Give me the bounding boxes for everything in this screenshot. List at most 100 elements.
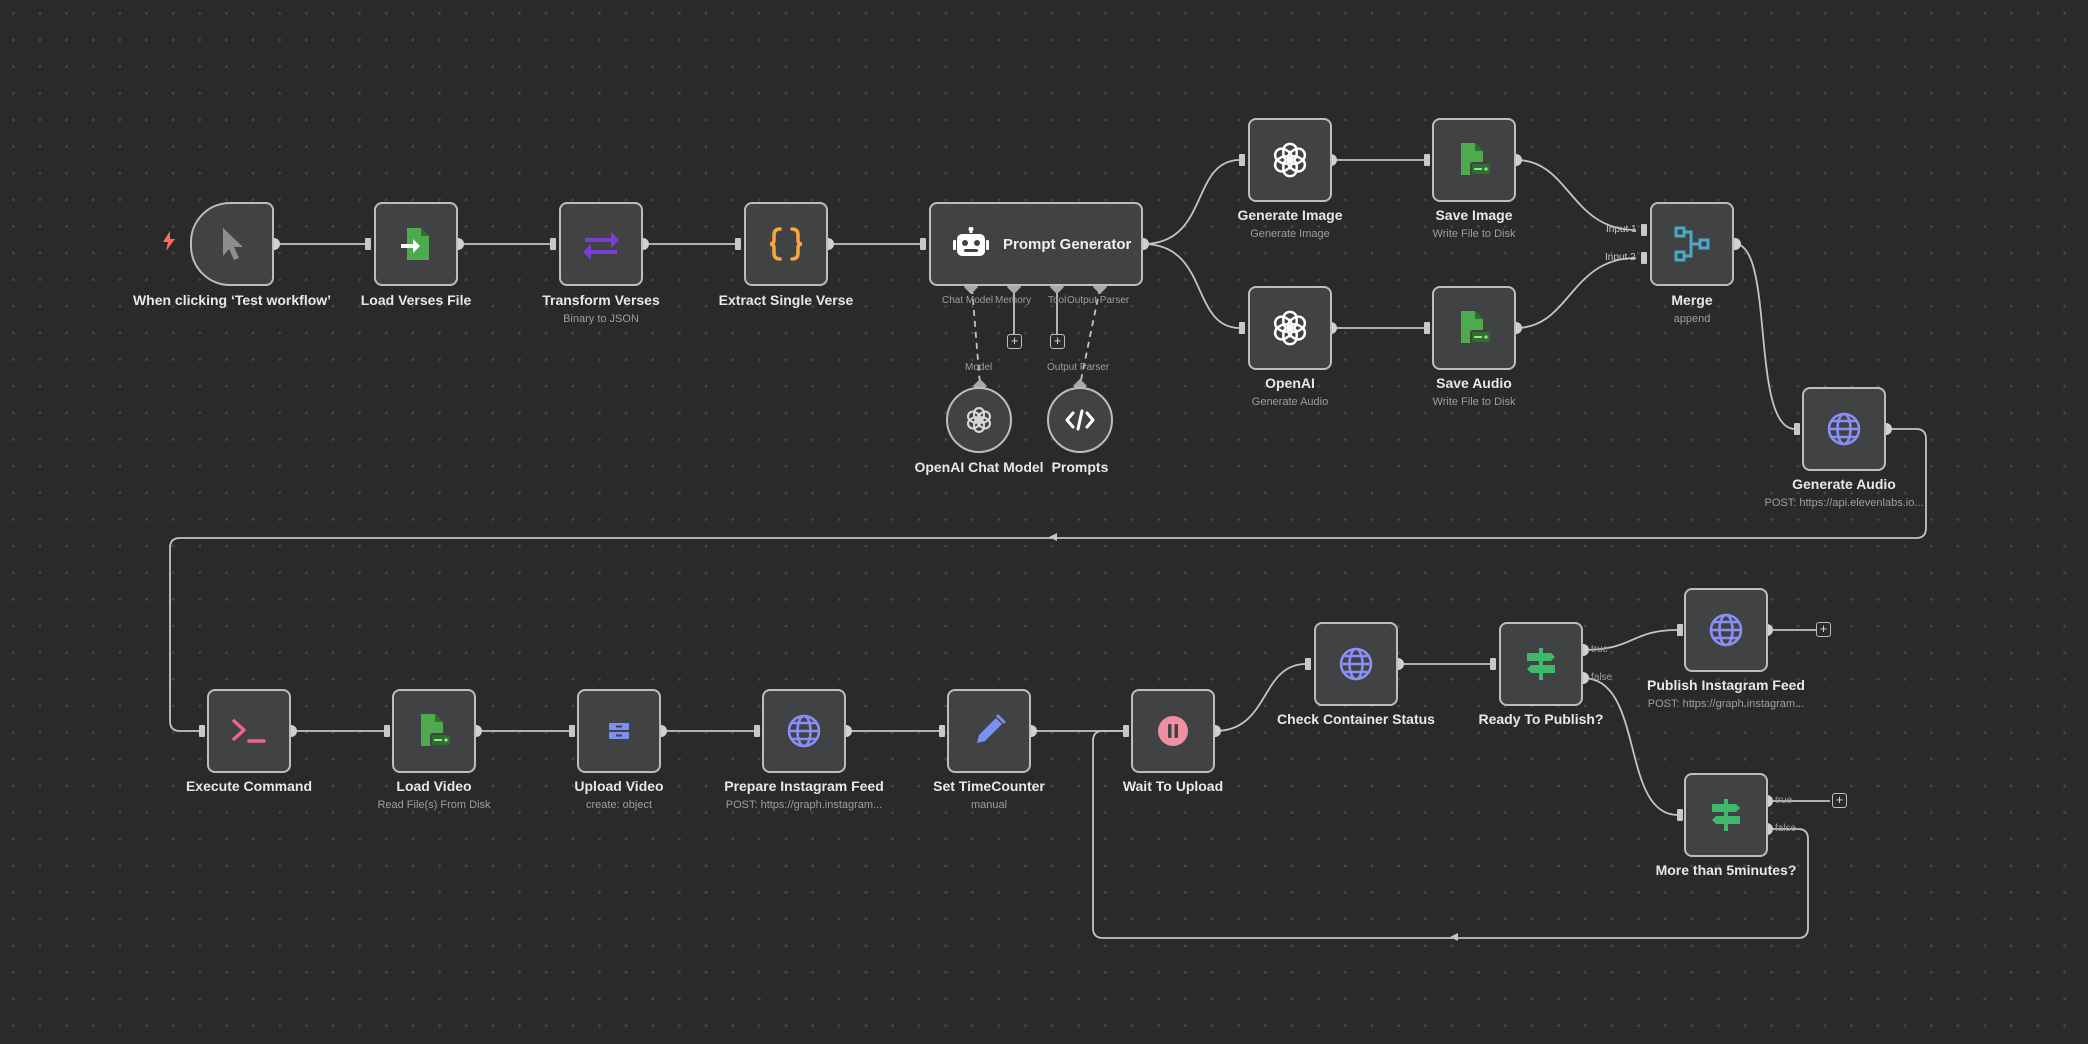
edge-ready-publish xyxy=(1582,629,1679,651)
globe-icon xyxy=(1338,646,1374,682)
globe-icon xyxy=(786,713,822,749)
node-wait-to-upload[interactable] xyxy=(1131,689,1215,773)
node-generate-image[interactable] xyxy=(1248,118,1332,202)
node-label: Load Video xyxy=(396,778,472,794)
node-label: Publish Instagram Feed xyxy=(1647,677,1805,693)
edge-wait-check xyxy=(1214,663,1307,732)
node-more-than-5-minutes[interactable] xyxy=(1684,773,1768,857)
edge-saveaudio-merge xyxy=(1515,257,1637,329)
node-label: Check Container Status xyxy=(1277,711,1435,727)
node-label: When clicking ‘Test workflow’ xyxy=(132,292,332,308)
port-label: Memory xyxy=(995,295,1032,306)
node-sublabel: Write File to Disk xyxy=(1432,396,1516,408)
robot-icon xyxy=(953,227,989,261)
node-label: Merge xyxy=(1671,292,1713,308)
port-label: Chat Model xyxy=(942,295,994,306)
file-import-icon xyxy=(397,225,435,263)
node-label: Execute Command xyxy=(185,778,313,794)
node-sublabel: POST: https://graph.instagram... xyxy=(1647,698,1805,710)
node-when-clicking[interactable] xyxy=(190,202,274,286)
node-prompt-generator[interactable]: Prompt Generator xyxy=(929,202,1143,286)
node-prompts[interactable] xyxy=(1047,387,1113,453)
swap-arrows-icon xyxy=(581,228,621,260)
node-save-audio[interactable] xyxy=(1432,286,1516,370)
file-disk-icon xyxy=(1455,141,1493,179)
node-sublabel: POST: https://graph.instagram... xyxy=(725,799,883,811)
edge-arrows xyxy=(1049,533,1458,941)
pencil-icon xyxy=(971,713,1007,749)
node-check-container-status[interactable] xyxy=(1314,622,1398,706)
node-generate-audio[interactable] xyxy=(1802,387,1886,471)
node-transform-verses[interactable] xyxy=(559,202,643,286)
node-label: Save Audio xyxy=(1436,375,1512,391)
openai-icon xyxy=(1271,141,1309,179)
node-label: Set TimeCounter xyxy=(933,778,1045,794)
node-label: Ready To Publish? xyxy=(1478,711,1604,727)
node-load-verses[interactable] xyxy=(374,202,458,286)
add-memory-button[interactable]: + xyxy=(1007,334,1022,349)
signpost-icon xyxy=(1708,797,1744,833)
node-openai-chat-model[interactable] xyxy=(946,387,1012,453)
node-label: Generate Audio xyxy=(1792,476,1896,492)
node-merge[interactable] xyxy=(1650,202,1734,286)
merge-icon xyxy=(1673,225,1711,263)
node-sublabel: Generate Audio xyxy=(1251,396,1329,408)
edge-genaudio-execute xyxy=(169,428,1927,732)
node-label: OpenAI xyxy=(1265,375,1315,391)
node-load-video[interactable] xyxy=(392,689,476,773)
mouse-pointer-icon xyxy=(217,226,247,262)
node-label: Generate Image xyxy=(1237,207,1343,223)
edge-prompt-openai xyxy=(1142,243,1241,329)
edge-prompt-model xyxy=(971,287,981,386)
node-set-timecounter[interactable] xyxy=(947,689,1031,773)
node-label: Prompts xyxy=(1051,459,1109,475)
edge-merge-genaudio xyxy=(1734,243,1796,430)
add-tool-button[interactable]: + xyxy=(1050,334,1065,349)
node-sublabel: POST: https://api.elevenlabs.io... xyxy=(1764,497,1924,509)
node-label: Prepare Instagram Feed xyxy=(724,778,884,794)
node-sublabel: Write File to Disk xyxy=(1432,228,1516,240)
node-execute-command[interactable] xyxy=(207,689,291,773)
lightning-bolt-icon xyxy=(162,231,176,257)
node-sublabel: manual xyxy=(970,799,1008,811)
node-label: OpenAI Chat Model xyxy=(914,459,1044,475)
node-label: Extract Single Verse xyxy=(718,292,854,308)
globe-icon xyxy=(1708,612,1744,648)
file-disk-icon xyxy=(415,712,453,750)
edge-ready-more xyxy=(1582,677,1679,816)
openai-icon xyxy=(1271,309,1309,347)
pause-icon xyxy=(1157,715,1189,747)
node-sublabel: Read File(s) From Disk xyxy=(377,799,491,811)
node-save-image[interactable] xyxy=(1432,118,1516,202)
storage-icon xyxy=(608,722,630,740)
node-label: Transform Verses xyxy=(542,292,660,308)
output-label-false: false xyxy=(1775,823,1797,834)
node-prepare-instagram-feed[interactable] xyxy=(762,689,846,773)
add-node-button[interactable]: + xyxy=(1832,793,1847,808)
port-label: Model xyxy=(965,362,993,373)
output-label-true: true xyxy=(1591,644,1609,655)
node-sublabel: create: object xyxy=(585,799,653,811)
node-publish-instagram-feed[interactable] xyxy=(1684,588,1768,672)
add-node-button[interactable]: + xyxy=(1816,622,1831,637)
code-icon xyxy=(1065,409,1095,431)
port-label: Tool xyxy=(1048,295,1067,306)
edge-more-loop xyxy=(1092,730,1809,939)
node-extract-verse[interactable] xyxy=(744,202,828,286)
node-sublabel: Binary to JSON xyxy=(563,313,639,325)
globe-icon xyxy=(1826,411,1862,447)
edge-saveimage-merge xyxy=(1515,159,1637,231)
node-label: Load Verses File xyxy=(360,292,472,308)
node-openai[interactable] xyxy=(1248,286,1332,370)
node-ready-to-publish[interactable] xyxy=(1499,622,1583,706)
output-label-true: true xyxy=(1775,795,1793,806)
edge-prompt-genimage xyxy=(1142,159,1241,245)
openai-icon xyxy=(965,406,993,434)
curly-braces-icon xyxy=(767,225,805,263)
input-handles xyxy=(199,154,1800,821)
node-upload-video[interactable] xyxy=(577,689,661,773)
port-label: Output Parser xyxy=(1067,295,1130,306)
node-label: Wait To Upload xyxy=(1122,778,1224,794)
